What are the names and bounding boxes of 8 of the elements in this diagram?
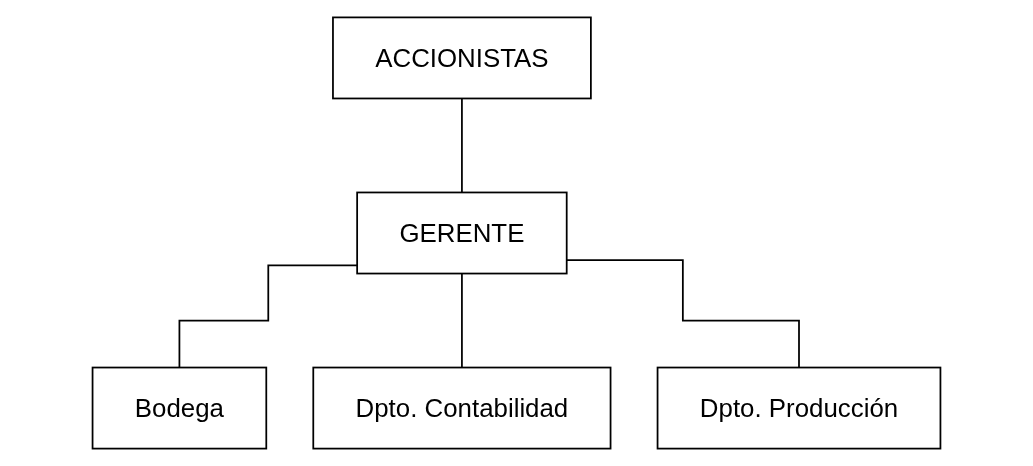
- connector: [461, 97, 463, 194]
- node-box: Dpto. Producción: [656, 366, 942, 450]
- connector: [178, 264, 358, 369]
- node-box: GERENTE: [356, 191, 568, 275]
- node-box: ACCIONISTAS: [332, 16, 592, 100]
- node-box: Dpto. Contabilidad: [312, 366, 612, 450]
- connector: [461, 272, 463, 369]
- node-box: Bodega: [91, 366, 268, 450]
